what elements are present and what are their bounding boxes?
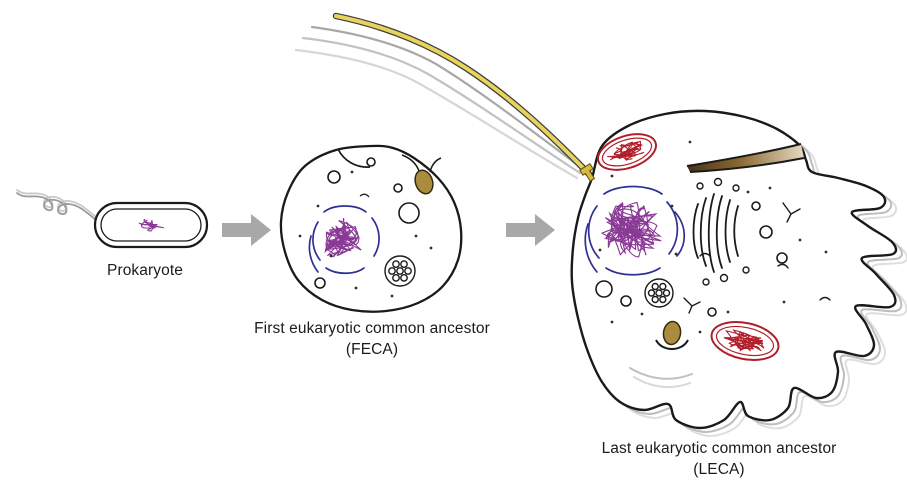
- prokaryote-dna: [138, 218, 164, 232]
- leca-label-line: (LECA): [693, 461, 745, 478]
- prokaryote-flagellum: [16, 189, 97, 218]
- feca-plasma-membrane: [279, 144, 463, 313]
- flagellum-basal-body: [579, 163, 596, 182]
- flagellum: [332, 12, 593, 178]
- feca-membrane-fold: [337, 148, 371, 168]
- golgi-apparatus: [692, 193, 739, 273]
- transition-arrow-icon: [222, 214, 271, 246]
- bottom-membrane-echo-lines: [629, 367, 693, 389]
- leca-tan-vesicle-organelle: [655, 320, 689, 350]
- prokaryote-flagellum: [16, 192, 97, 221]
- feca-nuclear-envelope-er: [308, 205, 380, 275]
- feca-small-squiggle: [359, 193, 370, 198]
- golgi-vesicles: [696, 177, 750, 286]
- feca-nucleus-chromatin: [324, 217, 362, 258]
- feca-label: First eukaryotic common ancestor (FECA): [222, 318, 522, 360]
- leca-ribosome-specks: [598, 140, 828, 334]
- flagellum-gray-filaments: [294, 25, 585, 180]
- feca-ribosome-specks: [298, 170, 433, 298]
- mitochondrion: [710, 321, 780, 361]
- leca-label: Last eukaryotic common ancestor (LECA): [569, 438, 869, 480]
- cytoskeleton-twigs: [683, 202, 831, 314]
- leca-vesicles: [595, 201, 788, 317]
- prokaryote-cell: [16, 189, 209, 249]
- prokaryote-label-line: Prokaryote: [107, 262, 183, 279]
- prokaryote-label: Prokaryote: [55, 260, 235, 281]
- leca-nucleus-chromatin: [600, 201, 662, 258]
- feca-label-line: (FECA): [345, 341, 399, 358]
- prokaryote-inner-membrane: [100, 208, 202, 242]
- membrane-invagination-funnel: [686, 143, 805, 173]
- feca-dotted-vesicle-organelle: [384, 255, 416, 287]
- feca-tan-vesicle-organelle: [401, 154, 442, 195]
- feca-label-line: First eukaryotic common ancestor: [254, 320, 490, 337]
- leca-dotted-vesicle-organelle: [644, 278, 674, 308]
- leca-cell: [294, 12, 907, 438]
- feca-vesicles: [314, 157, 420, 289]
- mitochondrion: [597, 133, 657, 171]
- transition-arrow-icon: [506, 214, 555, 246]
- leca-label-line: Last eukaryotic common ancestor: [601, 440, 837, 457]
- feca-cell: [279, 144, 463, 313]
- leca-nuclear-envelope-er: [584, 185, 686, 276]
